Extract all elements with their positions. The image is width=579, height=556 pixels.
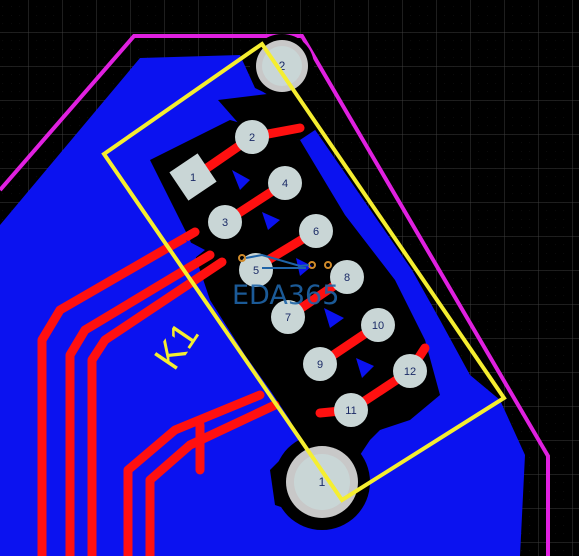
pad-label: 10 <box>372 320 384 332</box>
mount-hole-label: 1 <box>319 475 326 489</box>
logo-icon <box>238 253 332 269</box>
watermark-text: EDA365 <box>232 280 339 311</box>
pad-label: 5 <box>253 265 259 277</box>
mount-hole-label: 2 <box>279 59 286 73</box>
pad-7[interactable]: 7 <box>271 300 305 334</box>
pad-label: 3 <box>222 217 228 229</box>
mount-hole-1[interactable]: 1 <box>274 434 370 530</box>
pad-label: 7 <box>285 312 291 324</box>
pad-12[interactable]: 12 <box>393 354 427 388</box>
pad-9[interactable]: 9 <box>303 347 337 381</box>
pad-10[interactable]: 10 <box>361 308 395 342</box>
pad-11[interactable]: 11 <box>334 393 368 427</box>
pad-2[interactable]: 2 <box>235 120 269 154</box>
silkscreen-outline[interactable] <box>101 41 507 503</box>
pad-8[interactable]: 8 <box>330 260 364 294</box>
pad-label: 12 <box>404 366 416 378</box>
pad-label: 9 <box>317 359 323 371</box>
pad-label: 8 <box>344 272 350 284</box>
pad-5[interactable]: 5 <box>239 253 273 287</box>
pad-label: 1 <box>190 172 196 184</box>
pads[interactable]: 1 2 3 4 5 6 7 <box>169 120 427 427</box>
watermark: EDA365 <box>232 253 339 311</box>
pad-label: 4 <box>282 178 288 190</box>
pad-3[interactable]: 3 <box>208 205 242 239</box>
pad-label: 6 <box>313 226 319 238</box>
pad-6[interactable]: 6 <box>299 214 333 248</box>
pad-label: 2 <box>249 132 255 144</box>
pad-1[interactable]: 1 <box>169 153 217 201</box>
pad-label: 11 <box>345 405 356 417</box>
board-outline[interactable] <box>0 34 550 556</box>
pad-4[interactable]: 4 <box>268 166 302 200</box>
